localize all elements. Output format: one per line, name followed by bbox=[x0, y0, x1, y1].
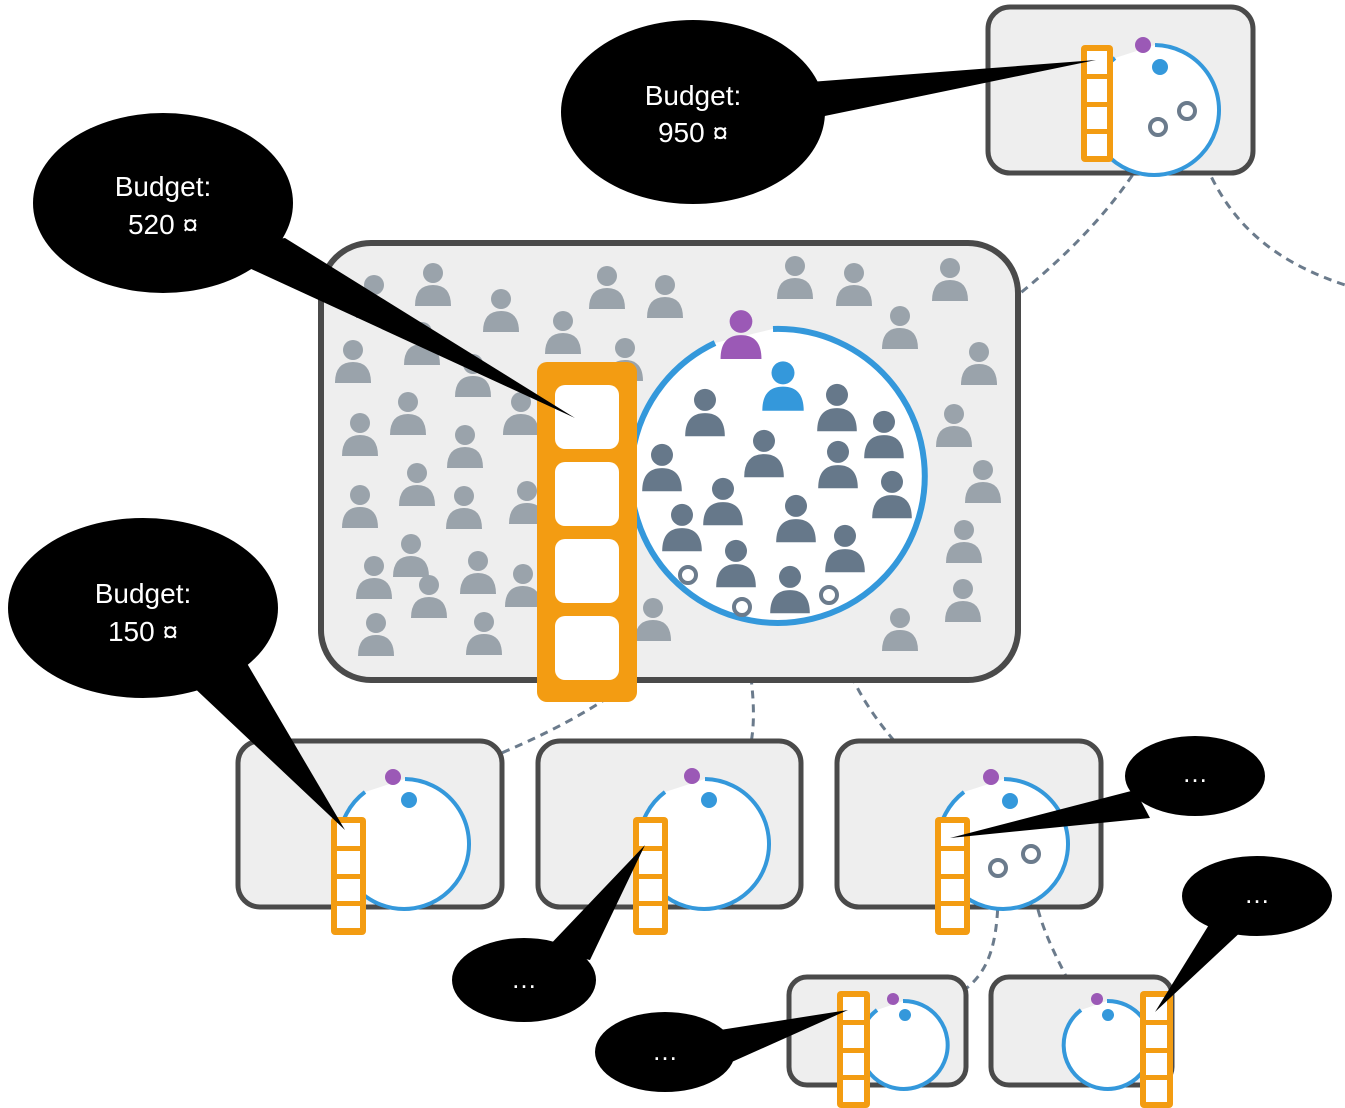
budget-stack bbox=[1081, 45, 1113, 162]
community-box-top[interactable] bbox=[985, 4, 1256, 177]
link-node-icon bbox=[1177, 101, 1197, 121]
budget-stack bbox=[633, 817, 668, 935]
purple-member-dot bbox=[385, 769, 401, 785]
bubble-left-upper-line2: 520 ¤ bbox=[128, 209, 198, 240]
budget-stack bbox=[837, 991, 870, 1108]
bubble-right-upper-text: … bbox=[1182, 758, 1208, 788]
link-node-icon bbox=[988, 858, 1008, 878]
purple-member-dot bbox=[887, 993, 899, 1005]
bubble-bottom-text: … bbox=[652, 1036, 678, 1066]
blue-member-dot bbox=[401, 792, 417, 808]
speech-bubble-left-upper: Budget: 520 ¤ bbox=[33, 113, 575, 418]
budget-stack bbox=[1140, 991, 1173, 1108]
community-box-sub-5[interactable] bbox=[988, 974, 1175, 1108]
bubble-top-line2: 950 ¤ bbox=[658, 117, 728, 148]
bubble-top-line1: Budget: bbox=[645, 80, 742, 111]
blue-member-dot bbox=[701, 792, 717, 808]
blue-member-dot bbox=[1102, 1009, 1114, 1021]
blue-member-dot bbox=[1152, 59, 1168, 75]
link-node-icon bbox=[1148, 117, 1168, 137]
community-box-sub-3[interactable] bbox=[834, 738, 1104, 935]
bubble-middle-text: … bbox=[511, 964, 537, 994]
purple-member-dot bbox=[684, 768, 700, 784]
bubble-right-lower-text: … bbox=[1244, 879, 1270, 909]
community-box-main[interactable] bbox=[318, 240, 1021, 702]
purple-member-dot bbox=[983, 769, 999, 785]
speech-bubble-bottom: … bbox=[595, 1010, 848, 1092]
speech-bubble-left-lower: Budget: 150 ¤ bbox=[8, 518, 345, 830]
blue-member-dot bbox=[899, 1009, 911, 1021]
link-node-icon bbox=[678, 565, 698, 585]
purple-member-dot bbox=[1135, 37, 1151, 53]
community-box-sub-1[interactable] bbox=[235, 738, 505, 935]
speech-bubble-top: Budget: 950 ¤ bbox=[561, 20, 1096, 204]
purple-member-dot bbox=[1091, 993, 1103, 1005]
speech-bubble-middle: … bbox=[452, 845, 645, 1022]
community-box-sub-2[interactable] bbox=[535, 738, 804, 935]
bubble-left-upper-line1: Budget: bbox=[115, 171, 212, 202]
bubble-left-lower-line2: 150 ¤ bbox=[108, 616, 178, 647]
budget-stack bbox=[537, 362, 637, 702]
blue-member-dot bbox=[1002, 793, 1018, 809]
speech-bubble-right-upper: … bbox=[950, 736, 1265, 838]
community-box-sub-4[interactable] bbox=[786, 974, 969, 1108]
budget-stack bbox=[935, 817, 970, 935]
budget-stack bbox=[331, 817, 366, 935]
bubble-left-lower-line1: Budget: bbox=[95, 578, 192, 609]
link-node-icon bbox=[819, 585, 839, 605]
link-node-icon bbox=[1021, 844, 1041, 864]
speech-bubble-right-lower: … bbox=[1155, 856, 1332, 1012]
link-node-icon bbox=[732, 597, 752, 617]
